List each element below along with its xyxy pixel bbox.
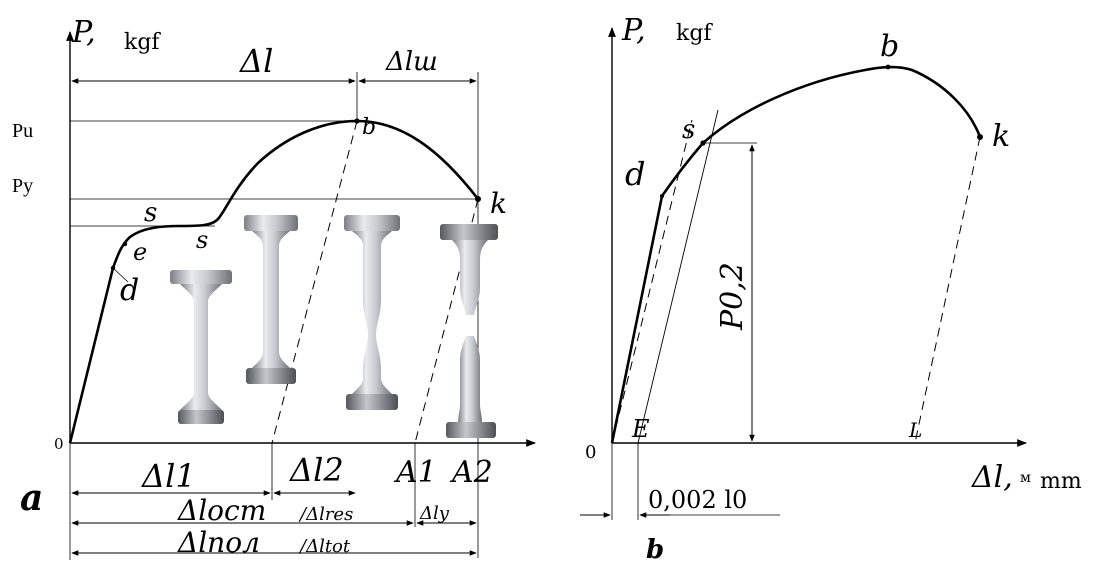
b-point-b: b: [880, 29, 899, 64]
b-point-s: s: [682, 115, 695, 145]
a-p-unit: kgf: [124, 30, 161, 55]
b-point-l: L: [908, 418, 922, 442]
b-p02-label: P0,2: [715, 262, 750, 331]
a-p-label: P,: [71, 15, 96, 50]
a-origin: 0: [54, 435, 64, 453]
specimen-necking-icon: [344, 215, 400, 410]
panel-a: P, kgf 0 Pu Py Δl Δlш b k s s e d Δl1 Δl…: [12, 15, 536, 560]
a-dlres-label: /Δlres: [298, 504, 353, 525]
b-dl-axis-cut: м: [1020, 470, 1031, 486]
a-dly-label: Δly: [419, 503, 450, 524]
a-point-s: s: [144, 198, 157, 228]
a-unload-b: [271, 120, 358, 444]
a-dl2-label: Δl2: [288, 451, 344, 489]
a-unload-k: [414, 198, 479, 444]
a-dlpol-label: Δlпол: [177, 526, 260, 559]
a-point-s-prime: s: [196, 226, 208, 254]
b-point-k: k: [992, 119, 1010, 154]
a-dlsh-label: Δlш: [385, 47, 438, 77]
a-point-a2: A2: [449, 455, 493, 490]
a-point-e: e: [133, 238, 147, 266]
specimen-initial-icon: [170, 270, 232, 424]
a-py-label: Py: [12, 175, 33, 197]
specimen-uniform-elongation-icon: [244, 215, 298, 384]
a-dl1-label: Δl1: [140, 457, 196, 495]
b-panel-label: b: [646, 535, 664, 565]
panel-b: P, kgf 0 b k s d P0,2 E L 0,002 l0 Δl, м…: [580, 13, 1082, 565]
b-offset-label: 0,002 l0: [648, 486, 747, 514]
b-dl-axis-label: Δl,: [971, 460, 1013, 495]
b-p-label: P,: [621, 13, 646, 48]
b-point-d: d: [625, 155, 645, 193]
a-dlost-label: Δlост: [177, 494, 266, 527]
a-point-a1: A1: [393, 455, 437, 490]
a-dltot-label: /Δltot: [298, 536, 351, 557]
a-dl-label: Δl: [238, 42, 273, 80]
b-origin: 0: [585, 442, 596, 463]
b-tension-curve: [610, 65, 982, 444]
b-unit-mm: mm: [1040, 469, 1082, 494]
a-point-d: d: [120, 273, 139, 308]
specimen-fractured-icon: [440, 224, 498, 438]
a-point-k: k: [490, 187, 507, 220]
a-point-b: b: [362, 115, 376, 140]
b-p-unit: kgf: [676, 21, 713, 46]
b-offset-line: [637, 109, 719, 444]
a-tension-curve: [68, 119, 480, 444]
b-point-e: E: [631, 415, 650, 443]
a-panel-label: a: [20, 477, 43, 519]
b-unload-k: [914, 136, 981, 444]
a-pu-label: Pu: [12, 120, 33, 142]
b-elastic-extension: [611, 119, 693, 444]
